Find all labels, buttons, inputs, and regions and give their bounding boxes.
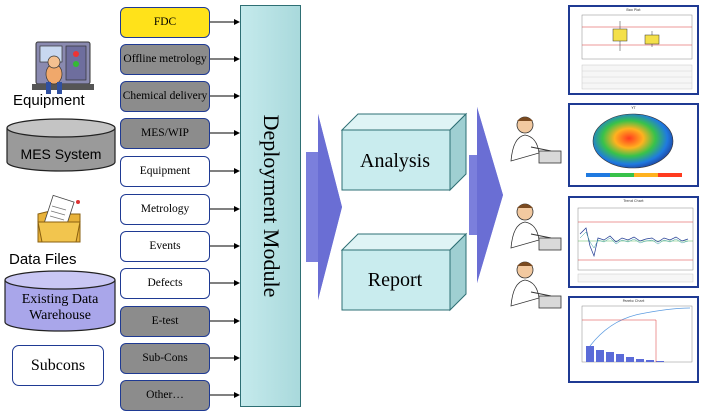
wafer-map-thumbnail: YT <box>568 103 699 187</box>
existing-data-warehouse-label: Existing Data Warehouse <box>21 292 99 323</box>
wafer-map-title: YT <box>631 106 636 110</box>
analysis-label: Analysis <box>360 150 430 172</box>
person-at-desk-icon <box>510 261 562 309</box>
existing-data-warehouse-cylinder <box>4 270 116 332</box>
box-plot-thumbnail: Box Plot <box>568 5 699 95</box>
wafer-map-graphic <box>586 113 682 177</box>
source-metrology: Metrology <box>120 194 210 225</box>
equipment-illustration-icon <box>32 41 94 94</box>
box-plot-title: Box Plot <box>626 8 641 12</box>
deployment-module-label: Deployment Module <box>258 114 284 298</box>
trend-chart-graphic <box>577 207 694 283</box>
pareto-chart-title: Pareto Chart <box>622 299 645 303</box>
report-block <box>340 232 468 312</box>
source-chemical-delivery: Chemical delivery <box>120 81 210 112</box>
subcons-box: Subcons <box>12 345 104 386</box>
analysis-block <box>340 112 468 192</box>
report-label: Report <box>367 269 423 291</box>
flow-arrow-to-reports <box>469 107 503 283</box>
mes-system-label: MES System <box>20 146 102 162</box>
source-defects: Defects <box>120 268 210 299</box>
source-sub-cons: Sub-Cons <box>120 343 210 374</box>
data-files-folder-icon <box>37 194 81 243</box>
person-at-desk-icon <box>510 203 562 251</box>
source-fdc: FDC <box>120 7 210 38</box>
source-offline-metrology: Offline metrology <box>120 44 210 75</box>
source-equipment: Equipment <box>120 156 210 187</box>
source-mes-wip: MES/WIP <box>120 118 210 149</box>
flow-arrow-to-analysis <box>306 114 342 300</box>
pareto-chart-thumbnail: Pareto Chart <box>568 296 699 383</box>
trend-chart-thumbnail: Trend Chart <box>568 196 699 288</box>
source-e-test: E-test <box>120 306 210 337</box>
source-events: Events <box>120 231 210 262</box>
pareto-chart-graphic <box>581 305 693 363</box>
box-plot-graphic <box>581 14 693 90</box>
trend-chart-title: Trend Chart <box>623 199 644 203</box>
deployment-module: Deployment Module <box>240 5 301 407</box>
data-files-label: Data Files <box>9 251 77 268</box>
person-at-desk-icon <box>510 116 562 164</box>
equipment-label: Equipment <box>13 92 85 109</box>
mes-system-cylinder <box>6 118 116 172</box>
source-arrows <box>210 19 240 398</box>
source-other: Other… <box>120 380 210 411</box>
